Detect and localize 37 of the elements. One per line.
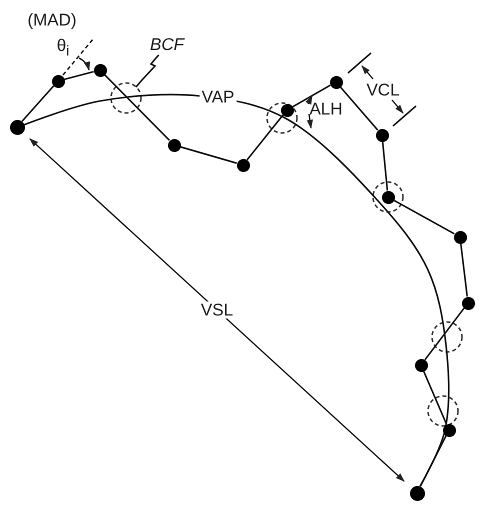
track-segment	[424, 308, 465, 360]
track-point	[168, 138, 180, 152]
track-segment	[393, 199, 455, 235]
track-point	[236, 158, 250, 172]
track-point	[382, 190, 394, 204]
track-segment	[420, 435, 447, 487]
track-segment	[180, 146, 237, 164]
edge-label: VAP	[200, 88, 236, 106]
track-point	[330, 76, 342, 88]
track-point	[280, 104, 294, 116]
average-path-curve	[24, 94, 450, 487]
track-segment	[460, 243, 468, 297]
dimension-label: VCL	[366, 82, 400, 98]
track-segment	[292, 84, 331, 108]
track-point	[376, 128, 388, 142]
track-point	[52, 74, 64, 88]
track-segment	[246, 114, 284, 160]
angle-symbol: θ$_{i}$	[56, 37, 70, 59]
track-point	[442, 424, 456, 436]
track-point	[414, 358, 428, 372]
track-point	[94, 64, 106, 76]
dimension-label: ALH	[309, 100, 343, 118]
leader-line	[135, 54, 160, 88]
track-point	[10, 120, 24, 134]
track-segment	[104, 74, 170, 141]
track-point	[462, 296, 474, 310]
track-segment	[340, 86, 378, 131]
track-point	[454, 230, 466, 244]
distance-arrow	[29, 138, 405, 482]
track-segment	[422, 370, 448, 424]
track-point	[410, 486, 424, 500]
track-segment	[382, 141, 388, 191]
edge-label: VSL	[198, 302, 236, 318]
track-segment	[21, 85, 54, 122]
angle-label: (MAD)	[27, 12, 77, 28]
term-label: BCF	[150, 36, 184, 53]
track-segment	[64, 70, 94, 80]
